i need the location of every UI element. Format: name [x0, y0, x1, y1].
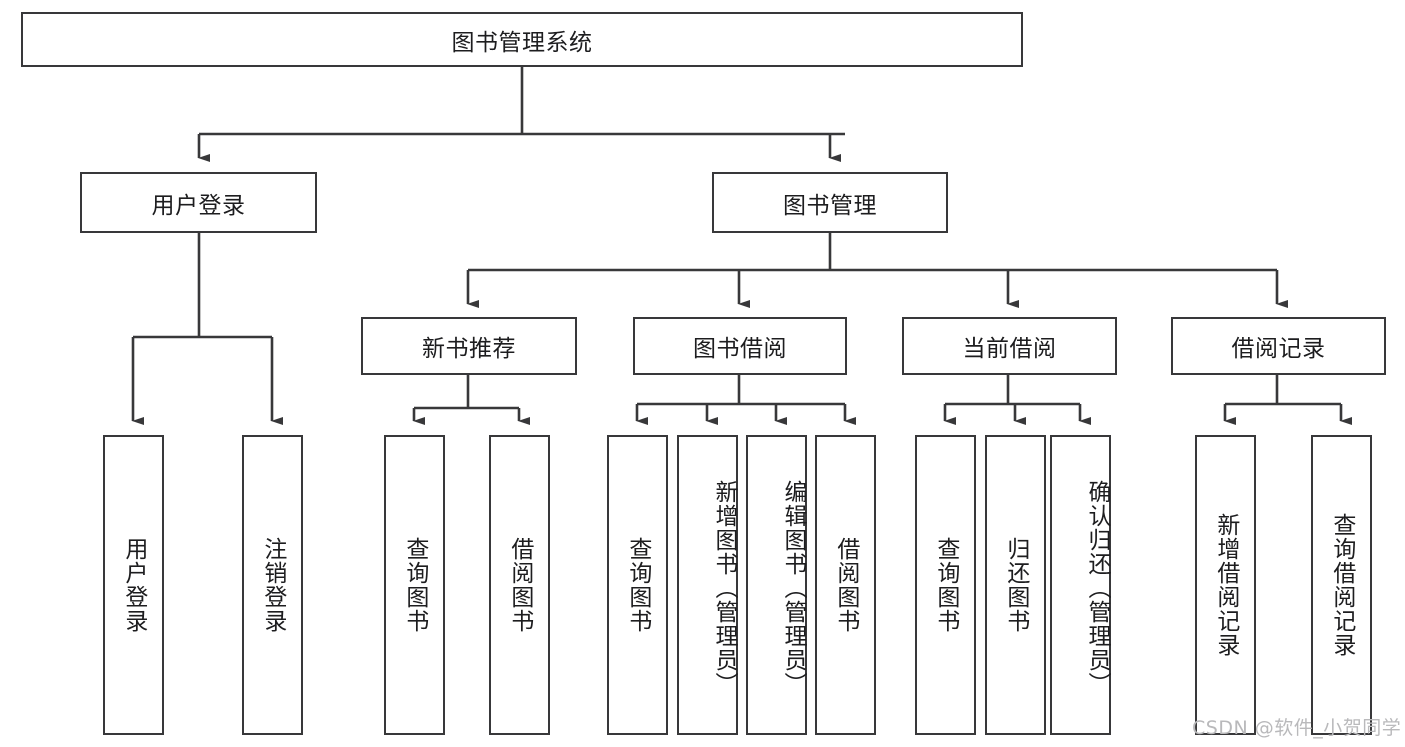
node-label: 图书管理系统 [451, 29, 593, 56]
node-user-login[interactable]: 用户登录 [80, 172, 317, 233]
leaf-current-borrow-query-book[interactable]: 查询图书 [915, 435, 976, 735]
node-label: 查询图书 [932, 537, 959, 633]
leaf-book-borrow-borrow-book[interactable]: 借阅图书 [815, 435, 876, 735]
node-label: 查询图书 [401, 537, 428, 633]
node-book-management[interactable]: 图书管理 [712, 172, 948, 233]
leaf-book-borrow-query-book[interactable]: 查询图书 [607, 435, 668, 735]
node-label: 用户登录 [151, 192, 246, 219]
node-label: 借阅记录 [1231, 336, 1326, 362]
leaf-user-login-logout[interactable]: 注销登录 [242, 435, 303, 735]
node-label: 新书推荐 [422, 336, 516, 362]
node-label: 注销登录 [259, 537, 286, 633]
node-label: 当前借阅 [962, 336, 1057, 362]
node-label: 编辑图书（管理员） [780, 480, 806, 696]
leaf-current-borrow-confirm-return-admin[interactable]: 确认归还（管理员） [1050, 435, 1111, 735]
node-borrow-record[interactable]: 借阅记录 [1171, 317, 1386, 375]
node-label: 查询图书 [624, 537, 651, 633]
node-root-book-management-system[interactable]: 图书管理系统 [21, 12, 1023, 67]
leaf-user-login-login[interactable]: 用户登录 [103, 435, 164, 735]
csdn-watermark: CSDN @软件_小贺同学 [1192, 717, 1402, 739]
node-label: 归还图书 [1002, 537, 1029, 633]
leaf-new-book-borrow-book[interactable]: 借阅图书 [489, 435, 550, 735]
leaf-book-borrow-add-book-admin[interactable]: 新增图书（管理员） [677, 435, 738, 735]
leaf-book-borrow-edit-book-admin[interactable]: 编辑图书（管理员） [746, 435, 807, 735]
leaf-borrow-record-query-record[interactable]: 查询借阅记录 [1311, 435, 1372, 735]
leaf-new-book-query-book[interactable]: 查询图书 [384, 435, 445, 735]
node-label: 图书借阅 [693, 336, 787, 362]
node-label: 用户登录 [120, 537, 147, 633]
leaf-current-borrow-return-book[interactable]: 归还图书 [985, 435, 1046, 735]
node-label: 借阅图书 [506, 537, 533, 633]
node-current-borrow[interactable]: 当前借阅 [902, 317, 1117, 375]
node-label: 新增图书（管理员） [711, 480, 737, 696]
node-label: 图书管理 [783, 192, 877, 219]
node-label: 新增借阅记录 [1212, 513, 1239, 657]
node-label: 借阅图书 [832, 537, 859, 633]
node-new-book-recommend[interactable]: 新书推荐 [361, 317, 577, 375]
node-label: 确认归还（管理员） [1084, 480, 1110, 696]
node-label: 查询借阅记录 [1328, 513, 1355, 657]
node-book-borrow[interactable]: 图书借阅 [633, 317, 847, 375]
leaf-borrow-record-add-record[interactable]: 新增借阅记录 [1195, 435, 1256, 735]
